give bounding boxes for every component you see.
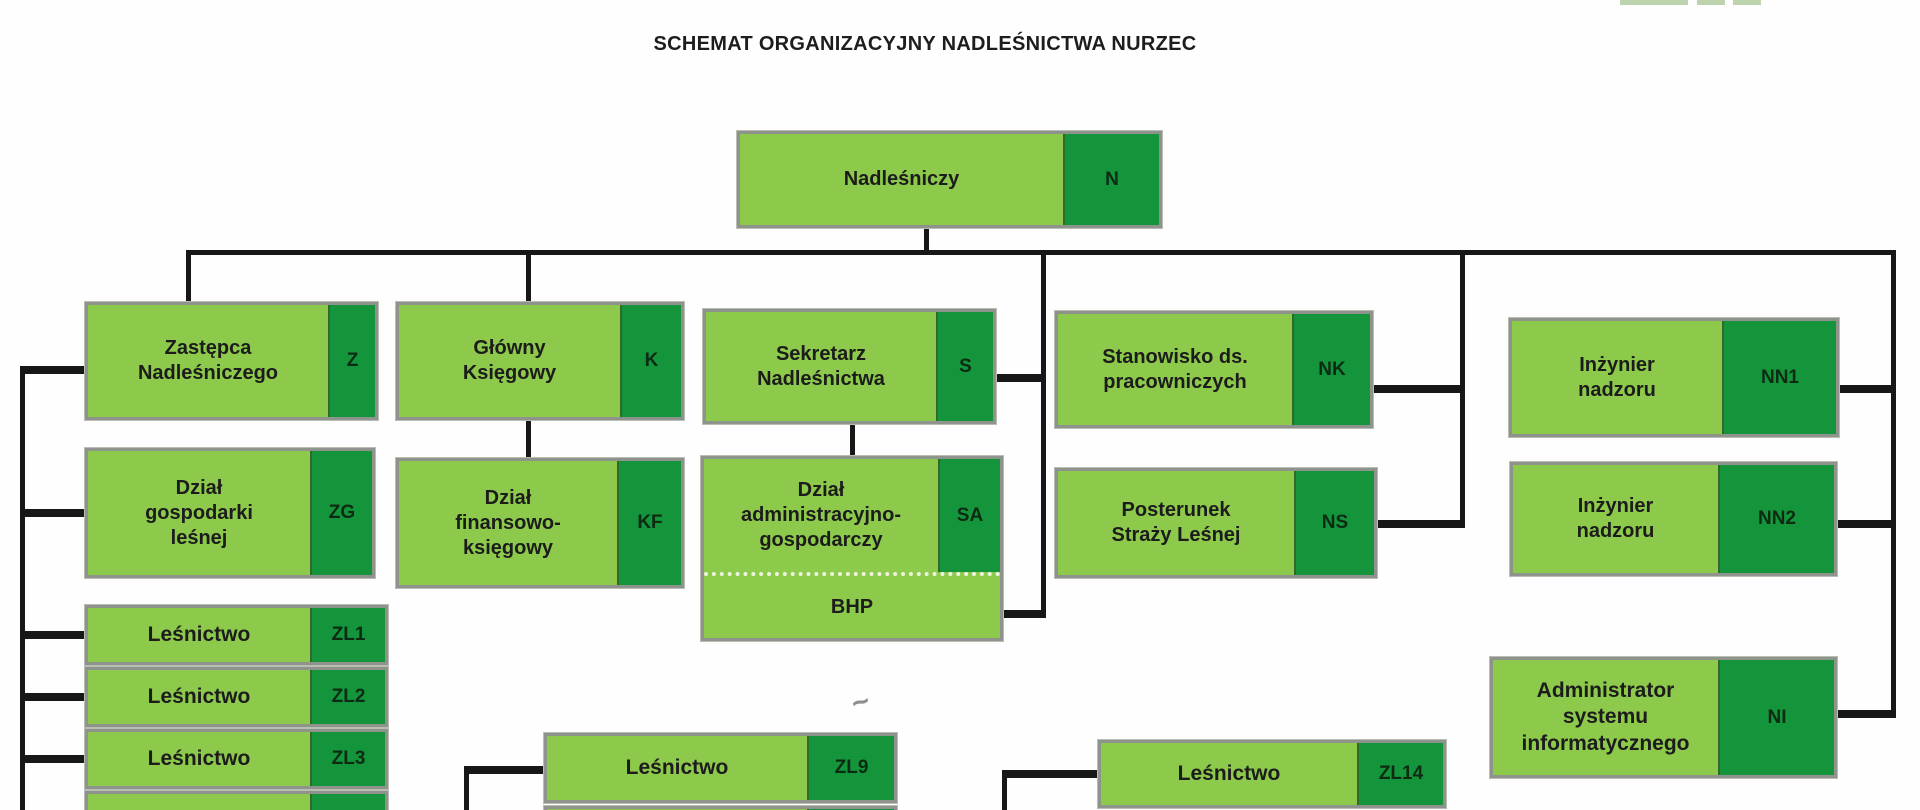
org-node-dzial-administracyjny: Dział administracyjno- gospodarczy SA BH… — [701, 456, 1003, 641]
node-code: ZL1 — [310, 608, 385, 662]
connector-zl1-stub — [20, 631, 85, 639]
node-code: NK — [1292, 314, 1370, 425]
page-title: SCHEMAT ORGANIZACYJNY NADLEŚNICTWA NURZE… — [653, 33, 1197, 55]
org-node-stanowisko-pracownicze: Stanowisko ds. pracowniczych NK — [1055, 311, 1373, 428]
connector-zl2-stub — [20, 693, 85, 701]
node-code: NS — [1294, 471, 1374, 575]
org-node-administrator: Administrator systemu informatycznego NI — [1490, 657, 1837, 778]
connector-glowny-dzial-drop — [526, 420, 531, 458]
node-code: S — [936, 312, 993, 421]
connector-sekretarz-stub — [994, 374, 1042, 382]
connector-nn1-stub — [1837, 385, 1892, 393]
node-label: Leśnictwo — [147, 622, 251, 646]
node-label: Leśnictwo — [147, 684, 251, 708]
node-label: Leśnictwo — [1177, 761, 1281, 785]
org-node-lesnictwo-zl1: Leśnictwo ZL1 — [85, 605, 388, 665]
connector-sekretarz-dzial-drop — [850, 424, 855, 457]
org-node-inzynier-nadzoru-1: Inżynier nadzoru NN1 — [1509, 318, 1839, 437]
node-code: NN1 — [1722, 321, 1836, 434]
bhp-label: BHP — [830, 595, 874, 618]
node-code: ZG — [310, 451, 372, 575]
node-label: Dział finansowo- księgowy — [455, 486, 561, 559]
connector-zl14-trunk — [1002, 770, 1007, 810]
org-node-dzial-finansowo: Dział finansowo- księgowy KF — [396, 458, 684, 588]
connector-nk-stub — [1371, 385, 1461, 393]
node-label: Dział administracyjno- gospodarczy — [740, 479, 902, 551]
node-code: NI — [1718, 660, 1834, 775]
org-node-lesnictwo-zl9: Leśnictwo ZL9 — [544, 733, 897, 803]
connector-zastepca-stub — [20, 366, 85, 374]
connector-zl3-stub — [20, 755, 85, 763]
node-label: Nadleśniczy — [843, 168, 960, 190]
node-code: SA — [938, 459, 1000, 572]
connector-zastepca-drop — [186, 250, 191, 304]
node-code: KF — [617, 461, 681, 585]
org-node-inzynier-nadzoru-2: Inżynier nadzoru NN2 — [1510, 462, 1837, 576]
node-label: Stanowisko ds. pracowniczych — [1102, 345, 1248, 393]
node-code: ZL9 — [807, 736, 894, 800]
org-node-nadlesniczy: Nadleśniczy N — [737, 131, 1162, 228]
connector-glowny-drop — [526, 250, 531, 304]
connector-nn2-stub — [1835, 520, 1892, 528]
cutoff-box-sliver — [1733, 0, 1761, 5]
connector-nadlesniczy-drop — [924, 228, 929, 252]
node-label: Główny Księgowy — [462, 337, 557, 384]
node-code: ZL2 — [310, 670, 385, 724]
connector-ns-stub — [1375, 520, 1461, 528]
connector-bhp-stub — [1001, 610, 1042, 618]
cutoff-box-sliver — [1697, 0, 1725, 5]
org-node-lesnictwo-zl3: Leśnictwo ZL3 — [85, 729, 388, 789]
node-label: Inżynier nadzoru — [1578, 353, 1656, 401]
node-label: Zastępca Nadleśniczego — [137, 337, 279, 384]
node-code: ZL3 — [310, 732, 385, 786]
node-code: Z — [328, 305, 375, 417]
org-node-posterunek: Posterunek Straży Leśnej NS — [1055, 468, 1377, 578]
node-code: NN2 — [1718, 465, 1834, 573]
connector-left-trunk — [20, 366, 25, 810]
scan-artifact-tilde: ~ — [847, 684, 875, 721]
connector-center-trunk — [1041, 250, 1046, 618]
node-label: Dział gospodarki leśnej — [145, 476, 253, 549]
node-label: Leśnictwo — [625, 755, 729, 779]
connector-zl14-stub — [1002, 770, 1098, 778]
org-node-dzial-gospodarki: Dział gospodarki leśnej ZG — [85, 448, 375, 578]
org-node-lesnictwo-cutoff — [544, 806, 897, 810]
connector-ni-stub — [1835, 710, 1892, 718]
connector-zl9-trunk — [464, 766, 469, 810]
org-node-lesnictwo-zl2: Leśnictwo ZL2 — [85, 667, 388, 727]
bhp-dotted-divider — [704, 572, 1000, 576]
node-label: Inżynier nadzoru — [1576, 495, 1655, 542]
node-label: Administrator systemu informatycznego — [1521, 679, 1690, 755]
node-label: Posterunek Straży Leśnej — [1111, 499, 1241, 546]
connector-far-right-trunk — [1891, 250, 1896, 718]
connector-right-trunk — [1460, 250, 1465, 528]
org-node-lesnictwo-cutoff — [85, 791, 388, 810]
connector-zg-stub — [20, 509, 85, 517]
org-node-glowny-ksiegowy: Główny Księgowy K — [396, 302, 684, 420]
org-node-zastepca: Zastępca Nadleśniczego Z — [85, 302, 378, 420]
cutoff-box-sliver — [1620, 0, 1688, 5]
node-code: ZL14 — [1357, 743, 1443, 805]
node-label: Leśnictwo — [147, 746, 251, 770]
node-label: Sekretarz Nadleśnictwa — [757, 342, 885, 390]
org-node-lesnictwo-zl14: Leśnictwo ZL14 — [1098, 740, 1446, 808]
connector-zl9-stub — [464, 766, 544, 774]
org-node-sekretarz: Sekretarz Nadleśnictwa S — [703, 309, 996, 424]
node-code — [310, 794, 385, 810]
node-code: K — [620, 305, 681, 417]
node-code: N — [1063, 134, 1159, 225]
node-label — [88, 794, 310, 810]
